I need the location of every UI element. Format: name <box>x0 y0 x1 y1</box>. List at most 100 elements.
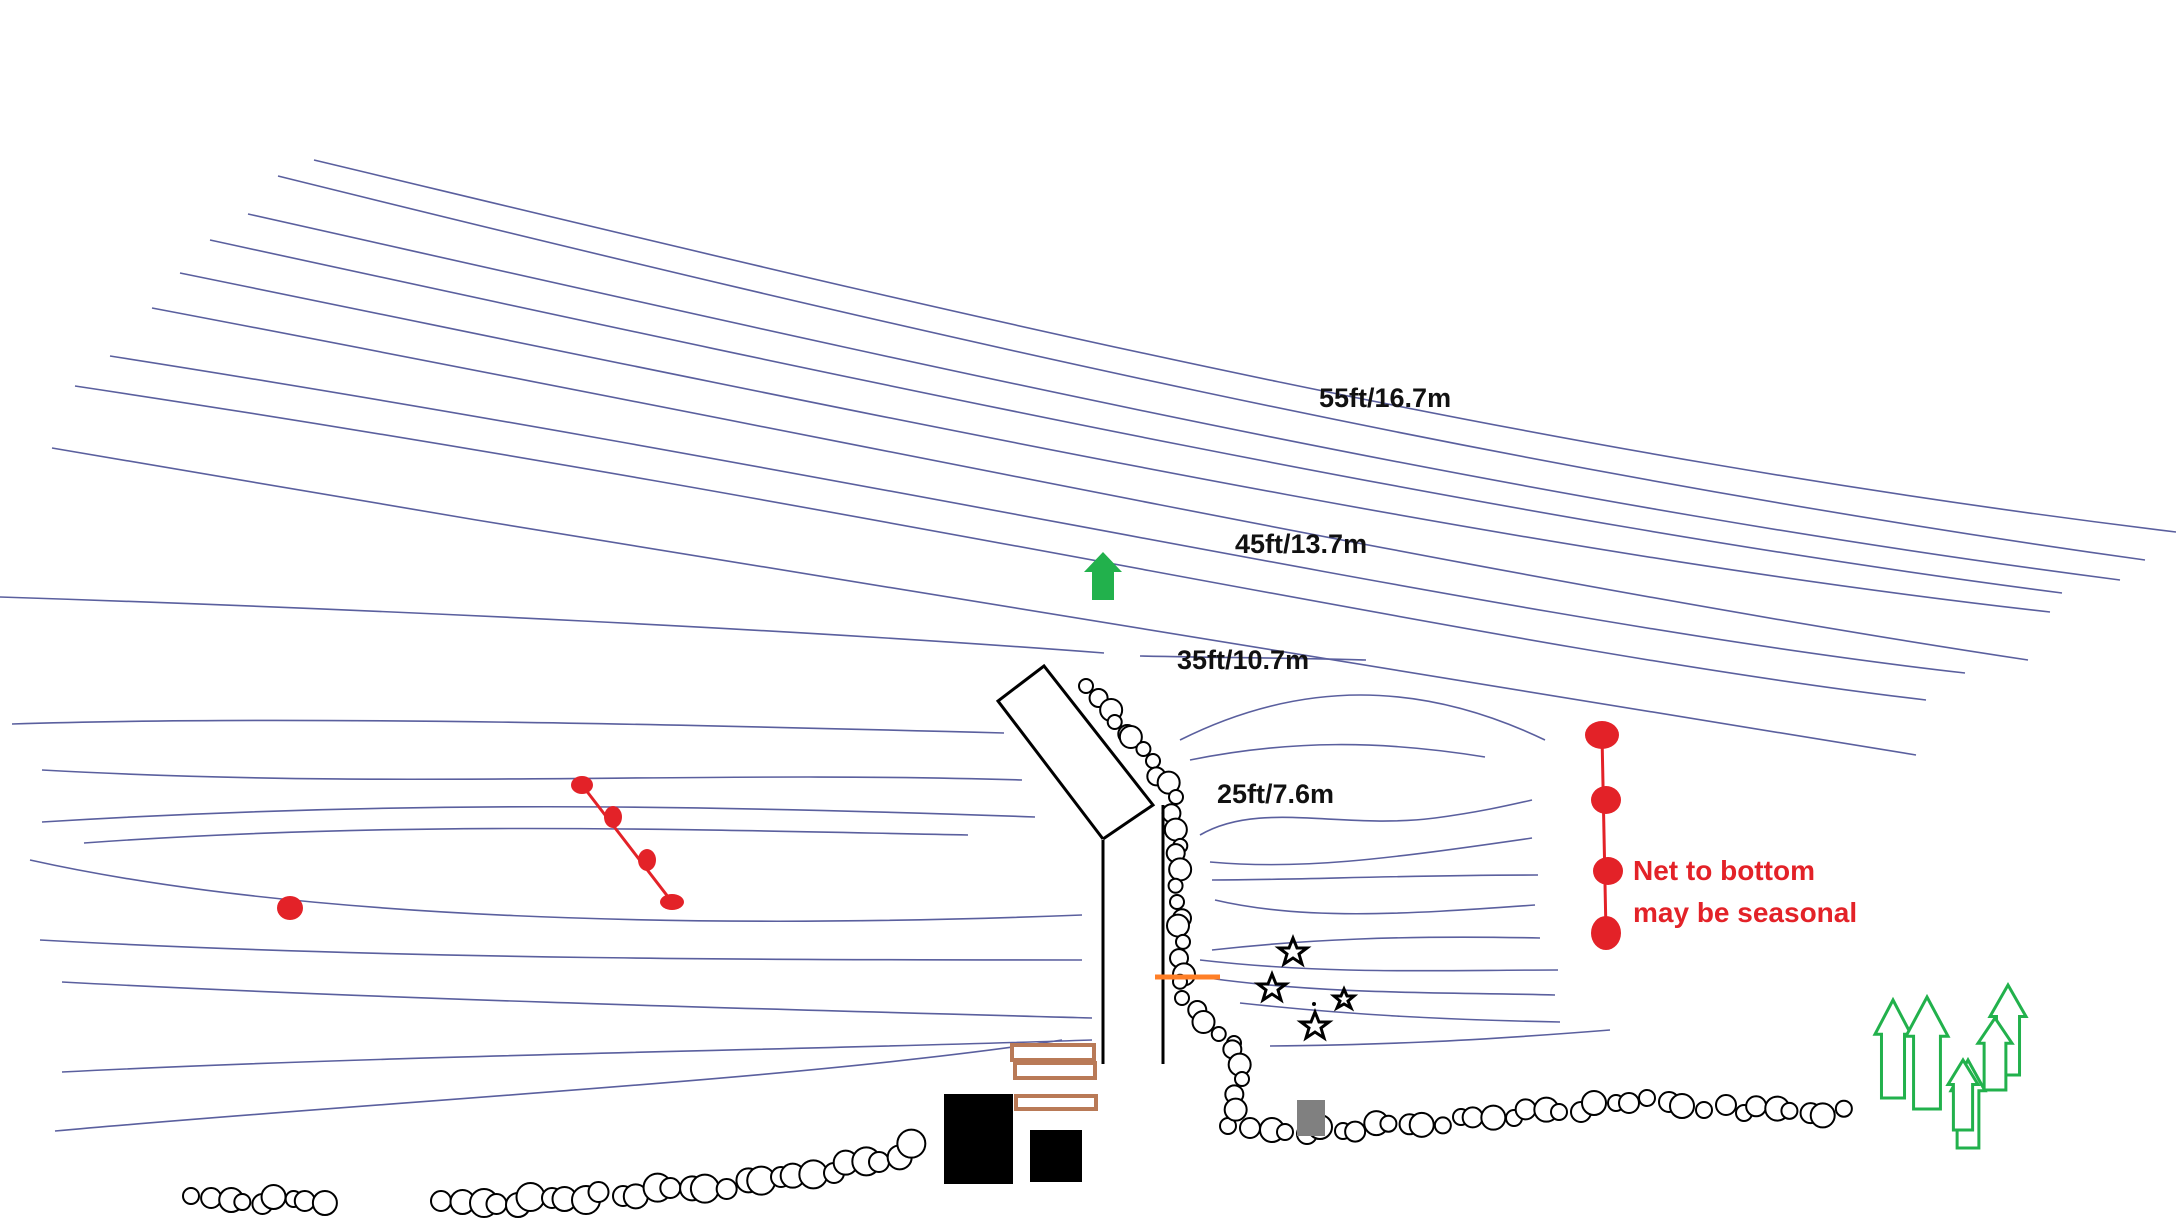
rock <box>260 1184 287 1210</box>
rocky-shoreline-right <box>1219 1089 1853 1145</box>
depth-label-25: 25ft/7.6m <box>1217 779 1334 809</box>
contour-line <box>277 175 2146 561</box>
contour-line <box>0 596 1105 654</box>
wall-outline <box>995 663 1156 841</box>
buoy <box>1591 916 1621 950</box>
rock <box>1480 1104 1507 1131</box>
buoy <box>1593 857 1623 885</box>
rock <box>1581 1090 1607 1116</box>
buoy-single <box>277 896 303 920</box>
arrow-up-icon <box>1084 552 1122 600</box>
rock <box>1234 1071 1250 1087</box>
trees <box>1872 981 2029 1150</box>
contour-line <box>209 239 2063 594</box>
rock <box>1166 913 1190 938</box>
contour-line <box>61 981 1093 1019</box>
rock <box>1156 770 1181 795</box>
contour-line <box>1199 959 1559 972</box>
rock <box>1169 894 1185 910</box>
star-icon <box>1253 969 1291 1004</box>
rock <box>1408 1111 1435 1138</box>
contour-line <box>54 1039 1063 1132</box>
rock <box>1780 1101 1799 1120</box>
buoy-line-net <box>1585 721 1623 950</box>
rock <box>1174 990 1190 1006</box>
contour-line <box>61 1039 1093 1073</box>
star-icon <box>1274 933 1312 968</box>
contour-line <box>151 307 2029 661</box>
rock <box>1715 1094 1737 1116</box>
rock <box>1210 1026 1227 1042</box>
rock <box>1168 789 1184 805</box>
rock <box>1175 933 1191 950</box>
small-dot <box>1312 1002 1316 1006</box>
contour-line <box>1214 899 1536 915</box>
contour-line <box>109 355 1966 674</box>
gray-block <box>1297 1100 1325 1136</box>
rock <box>1106 714 1123 730</box>
rock <box>1618 1092 1640 1114</box>
contour-line <box>74 385 1927 701</box>
contour-line <box>11 719 1005 734</box>
stars <box>1253 933 1359 1042</box>
rock <box>1550 1103 1568 1121</box>
contour-line <box>1199 799 1533 836</box>
rock <box>1514 1098 1537 1121</box>
building-small <box>1030 1130 1082 1182</box>
rock <box>182 1187 200 1205</box>
rocky-shoreline-left <box>182 1128 927 1218</box>
contour-line <box>1269 1029 1611 1047</box>
contour-line <box>39 939 1083 961</box>
dock-plank <box>1010 1043 1096 1062</box>
buoy <box>604 806 622 828</box>
buoy <box>638 849 656 871</box>
buoy <box>660 894 684 910</box>
rock <box>1433 1116 1452 1135</box>
rock <box>1191 1010 1216 1034</box>
buoy-rope <box>580 784 674 903</box>
rock <box>293 1190 316 1212</box>
rock <box>689 1173 720 1204</box>
dock-plank <box>1013 1061 1097 1080</box>
rock <box>1145 753 1161 769</box>
rock <box>1239 1117 1261 1139</box>
rock <box>715 1178 738 1200</box>
rock <box>1167 877 1184 894</box>
buoy <box>571 776 593 794</box>
contour-line <box>313 159 2176 533</box>
rock <box>587 1181 610 1203</box>
rock <box>1168 857 1193 882</box>
dock <box>1010 1043 1098 1111</box>
buoy <box>1591 786 1621 814</box>
buoy-line-left <box>571 776 684 910</box>
contour-line <box>41 805 1036 823</box>
net-note-line1: Net to bottom <box>1633 855 1815 886</box>
net-note-line2: may be seasonal <box>1633 897 1857 928</box>
rock <box>1078 678 1094 694</box>
contour-line <box>41 769 1023 781</box>
rock <box>1809 1102 1836 1129</box>
rock <box>1461 1106 1484 1129</box>
star-icon <box>1329 985 1359 1012</box>
buoy-rope <box>1600 734 1608 934</box>
rock <box>1118 725 1143 749</box>
tree-icon <box>1945 1057 1981 1132</box>
rock <box>1223 1097 1248 1122</box>
depth-label-55: 55ft/16.7m <box>1319 383 1451 413</box>
contour-line <box>1209 837 1533 866</box>
rock <box>1834 1099 1853 1118</box>
rock <box>1276 1123 1294 1141</box>
contour-line <box>1179 694 1546 741</box>
rock <box>1379 1114 1398 1133</box>
rock <box>1638 1089 1656 1107</box>
tree-icon <box>1903 993 1951 1111</box>
contour-line <box>247 213 2121 581</box>
rock <box>515 1182 546 1212</box>
contour-line <box>1211 874 1539 881</box>
contour-line <box>1189 743 1486 761</box>
star-icon <box>1296 1007 1334 1042</box>
contour-line <box>1211 936 1541 951</box>
rock <box>485 1193 508 1215</box>
rock <box>1163 817 1188 842</box>
depth-contours <box>0 159 2176 1132</box>
